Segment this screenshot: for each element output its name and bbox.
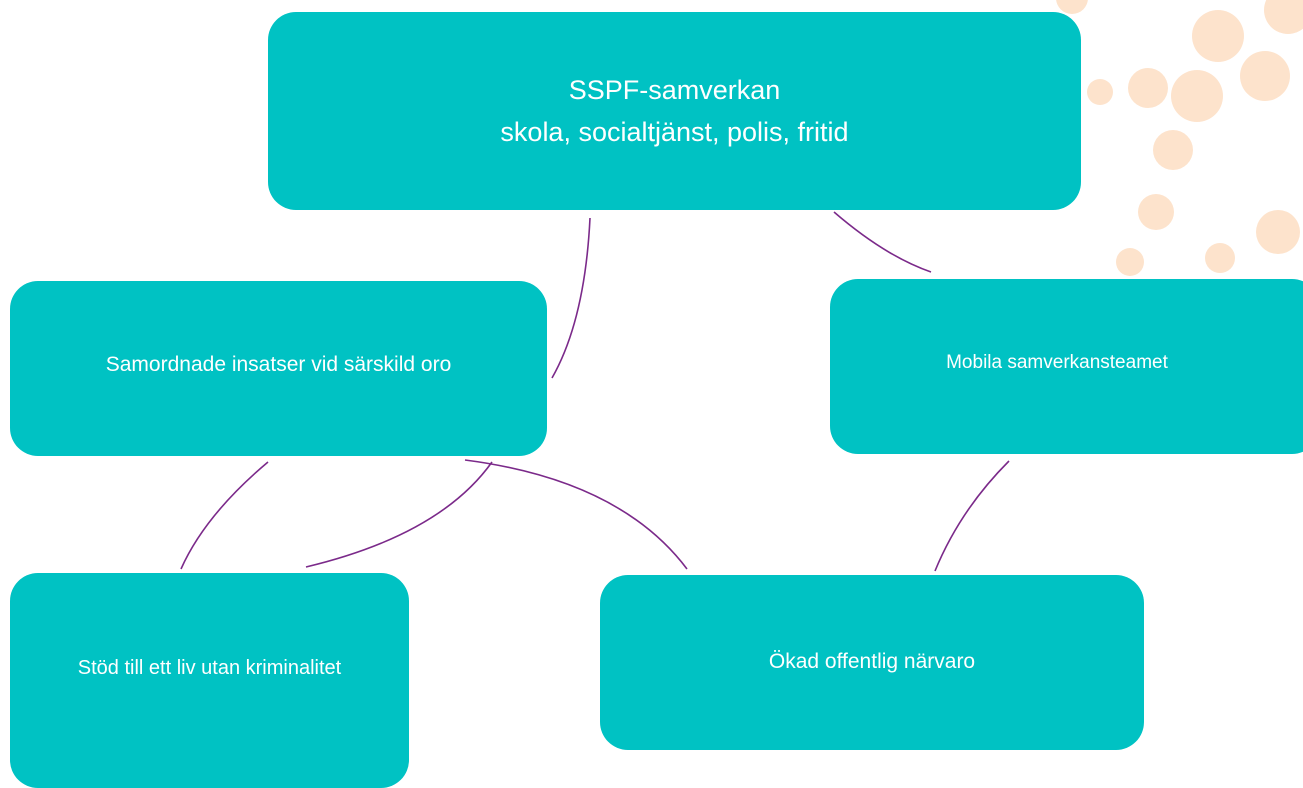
node-label: Mobila samverkansteamet — [946, 351, 1168, 373]
node-okad-offentlig-narvaro[interactable]: Ökad offentlig närvaro — [600, 575, 1144, 750]
node-sspf-samverkan[interactable]: SSPF-samverkan skola, socialtjänst, poli… — [268, 12, 1081, 210]
node-label: Stöd till ett liv utan kriminalitet — [77, 657, 342, 679]
node-samordnade-insatser[interactable]: Samordnade insatser vid särskild oro — [10, 281, 547, 456]
decorative-dots — [1056, 0, 1303, 276]
connector-samordnade-stod-2 — [305, 461, 493, 568]
node-label: Samordnade insatser vid särskild oro — [105, 352, 452, 376]
connector-center-samordnade — [551, 217, 591, 379]
node-title: SSPF-samverkan — [568, 75, 781, 105]
node-subtitle: skola, socialtjänst, polis, fritid — [500, 117, 849, 147]
connector-samordnade-okad — [464, 459, 688, 570]
node-stod-liv-utan-kriminalitet[interactable]: Stöd till ett liv utan kriminalitet — [10, 573, 409, 788]
connectors — [180, 211, 1010, 572]
connector-samordnade-stod-1 — [180, 461, 269, 570]
node-label: Ökad offentlig närvaro — [768, 649, 976, 673]
node-mobila-samverkansteamet[interactable]: Mobila samverkansteamet — [830, 279, 1303, 454]
connector-center-mobila — [833, 211, 932, 273]
connector-mobila-okad — [934, 460, 1010, 572]
